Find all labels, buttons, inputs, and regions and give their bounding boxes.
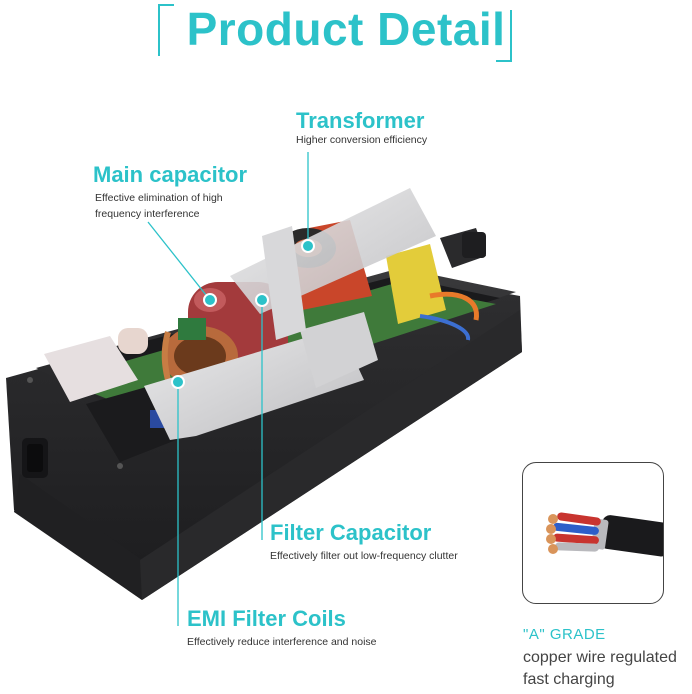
filter-capacitor-dot <box>255 293 269 307</box>
grade-line-2: fast charging <box>523 671 615 688</box>
transformer-label: Transformer <box>296 108 425 133</box>
title-bracket-right <box>496 10 512 62</box>
copper-cable-icon <box>546 512 663 557</box>
filter-capacitor-label: Filter Capacitor <box>270 520 432 545</box>
transformer-dot <box>301 239 315 253</box>
title-bracket-left <box>158 4 174 56</box>
grade-label: "A" GRADE <box>523 626 606 643</box>
callout-lines <box>147 152 309 626</box>
cable-inset <box>522 462 664 604</box>
heat-sink-sheets <box>144 188 436 440</box>
filter-capacitor-desc: Effectively filter out low-frequency clu… <box>270 550 458 562</box>
main-capacitor-label: Main capacitor <box>93 162 248 187</box>
main-capacitor-desc-1: Effective elimination of high <box>95 192 223 204</box>
emi-dot <box>171 375 185 389</box>
main-capacitor-dot <box>203 293 217 307</box>
grade-line-1: copper wire regulated <box>523 649 677 666</box>
main-capacitor-line <box>147 221 211 301</box>
callout-dots <box>171 239 315 389</box>
emi-label: EMI Filter Coils <box>187 606 346 631</box>
cable-strain-relief <box>440 228 486 268</box>
page-title: Product Detail <box>186 3 506 55</box>
emi-desc: Effectively reduce interference and nois… <box>187 636 377 648</box>
main-capacitor-desc-2: frequency interference <box>95 208 200 220</box>
transformer-desc: Higher conversion efficiency <box>296 134 428 146</box>
